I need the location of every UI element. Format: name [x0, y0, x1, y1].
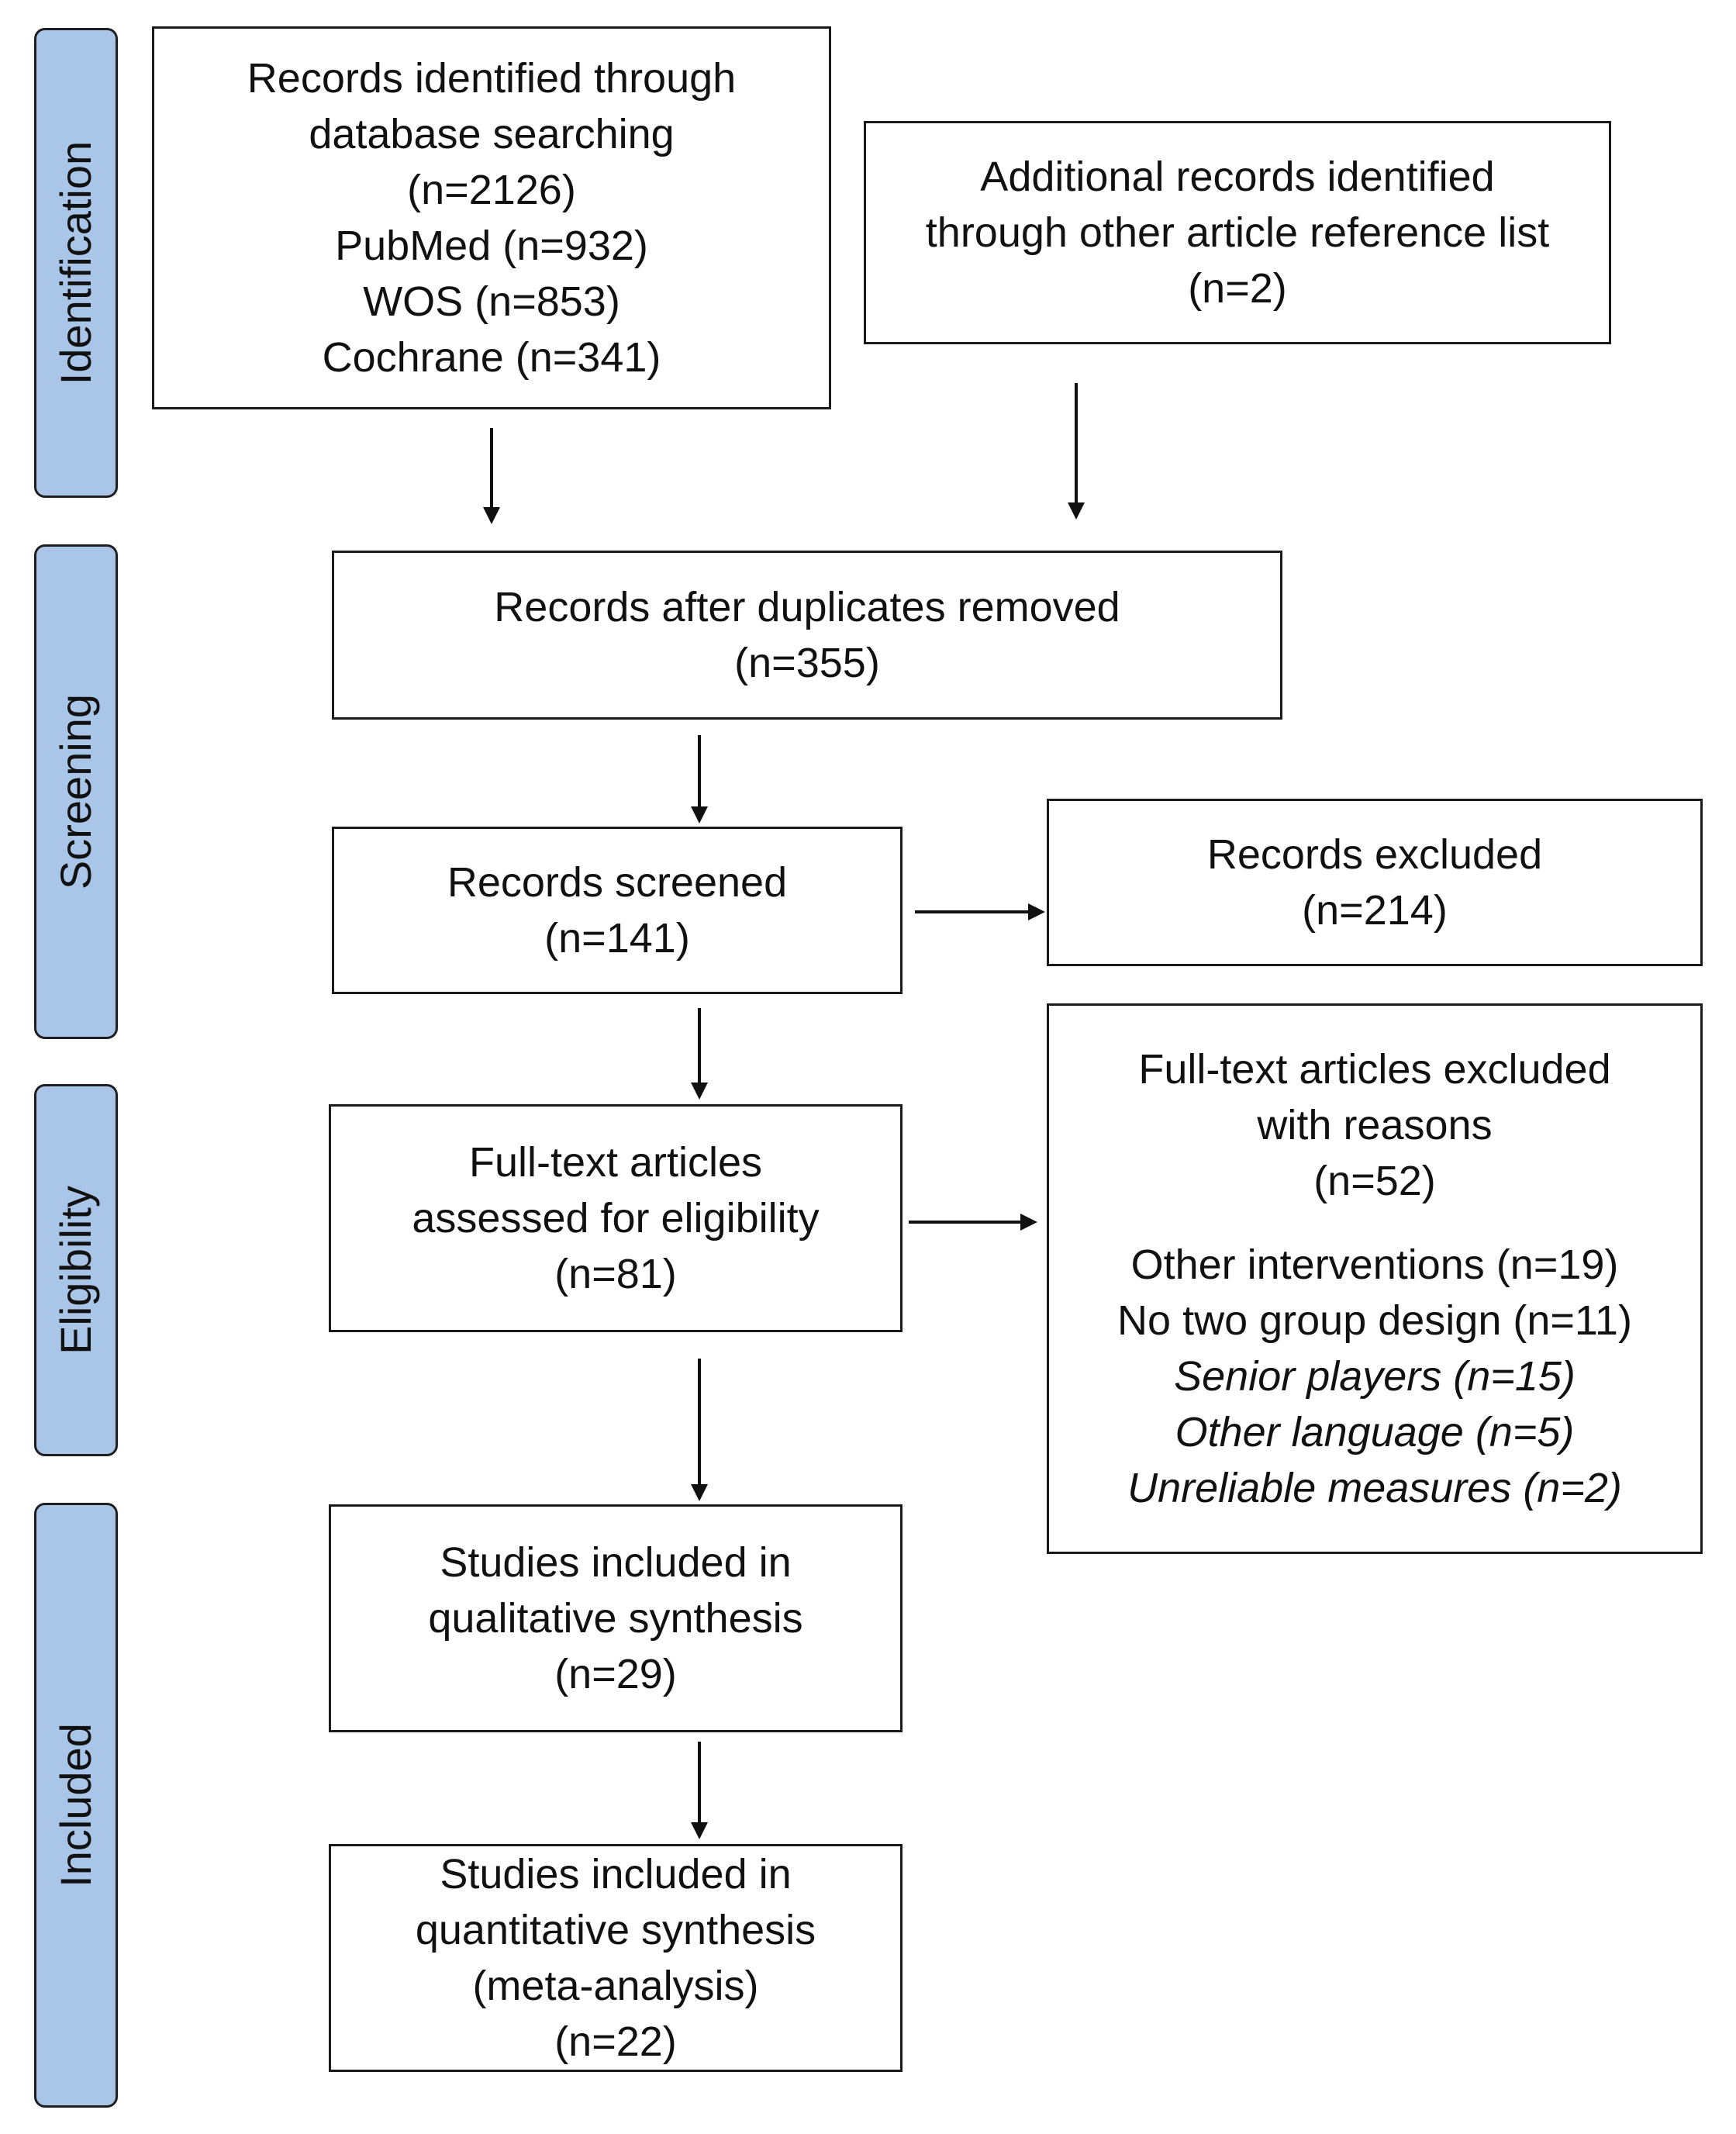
phase-eligibility: Eligibility: [34, 1084, 118, 1456]
box-line: quantitative synthesis: [415, 1907, 816, 1953]
box-line: (n=355): [734, 640, 880, 686]
box-line: Full-text articles excluded: [1138, 1046, 1611, 1093]
exclusion-reason: Other language (n=5): [1175, 1409, 1575, 1455]
exclusion-reason: Senior players (n=15): [1174, 1353, 1576, 1400]
box-line: Records after duplicates removed: [494, 584, 1120, 630]
arrowhead: [1068, 502, 1085, 520]
phase-identification: Identification: [34, 28, 118, 498]
arrowhead: [1028, 903, 1045, 920]
phase-screening: Screening: [34, 544, 118, 1039]
box-line: WOS (n=853): [363, 278, 620, 325]
box-line: (n=22): [554, 2018, 677, 2065]
exclusion-reason: Unreliable measures (n=2): [1127, 1465, 1622, 1511]
box-line: PubMed (n=932): [335, 223, 648, 269]
box-records-screened: Records screened (n=141): [332, 827, 903, 994]
arrowhead: [1020, 1214, 1037, 1231]
box-line: qualitative synthesis: [428, 1595, 803, 1642]
box-line: (n=29): [554, 1651, 677, 1697]
arrowhead: [691, 1822, 708, 1839]
box-line: Additional records identified: [980, 154, 1495, 200]
box-qualitative-synthesis: Studies included in qualitative synthesi…: [329, 1504, 903, 1732]
box-line: (n=81): [554, 1251, 677, 1297]
box-line: (meta-analysis): [472, 1963, 759, 2009]
box-fulltext-excluded: Full-text articles excluded with reasons…: [1047, 1003, 1703, 1554]
box-line: Records excluded: [1206, 831, 1543, 878]
box-database-search: Records identified through database sear…: [152, 26, 831, 409]
box-line: (n=2126): [407, 167, 576, 213]
box-line: (n=52): [1313, 1158, 1436, 1204]
box-line: Records identified through: [247, 55, 737, 102]
box-line: assessed for eligibility: [412, 1195, 820, 1241]
box-line: (n=214): [1302, 887, 1448, 934]
arrowhead: [691, 806, 708, 824]
box-line: with reasons: [1257, 1102, 1493, 1148]
box-records-excluded: Records excluded (n=214): [1047, 799, 1703, 966]
box-line: database searching: [309, 111, 675, 157]
exclusion-reason: No two group design (n=11): [1117, 1297, 1632, 1344]
box-line: Cochrane (n=341): [322, 334, 661, 381]
box-line: (n=2): [1188, 265, 1287, 312]
exclusion-reason: Other interventions (n=19): [1130, 1241, 1619, 1288]
box-line: Full-text articles: [468, 1139, 763, 1186]
box-line: Studies included in: [440, 1851, 792, 1897]
box-quantitative-synthesis: Studies included in quantitative synthes…: [329, 1844, 903, 2072]
arrowhead: [691, 1083, 708, 1100]
box-additional-records: Additional records identified through ot…: [864, 121, 1611, 344]
box-line: Records screened: [447, 859, 788, 906]
box-line: Studies included in: [440, 1539, 792, 1586]
arrowhead: [691, 1484, 708, 1501]
arrowhead: [483, 507, 500, 524]
phase-included: Included: [34, 1503, 118, 2108]
box-line: through other article reference list: [925, 209, 1550, 256]
box-fulltext-assessed: Full-text articles assessed for eligibil…: [329, 1104, 903, 1332]
box-line: (n=141): [544, 915, 690, 962]
box-duplicates-removed: Records after duplicates removed (n=355): [332, 551, 1282, 720]
